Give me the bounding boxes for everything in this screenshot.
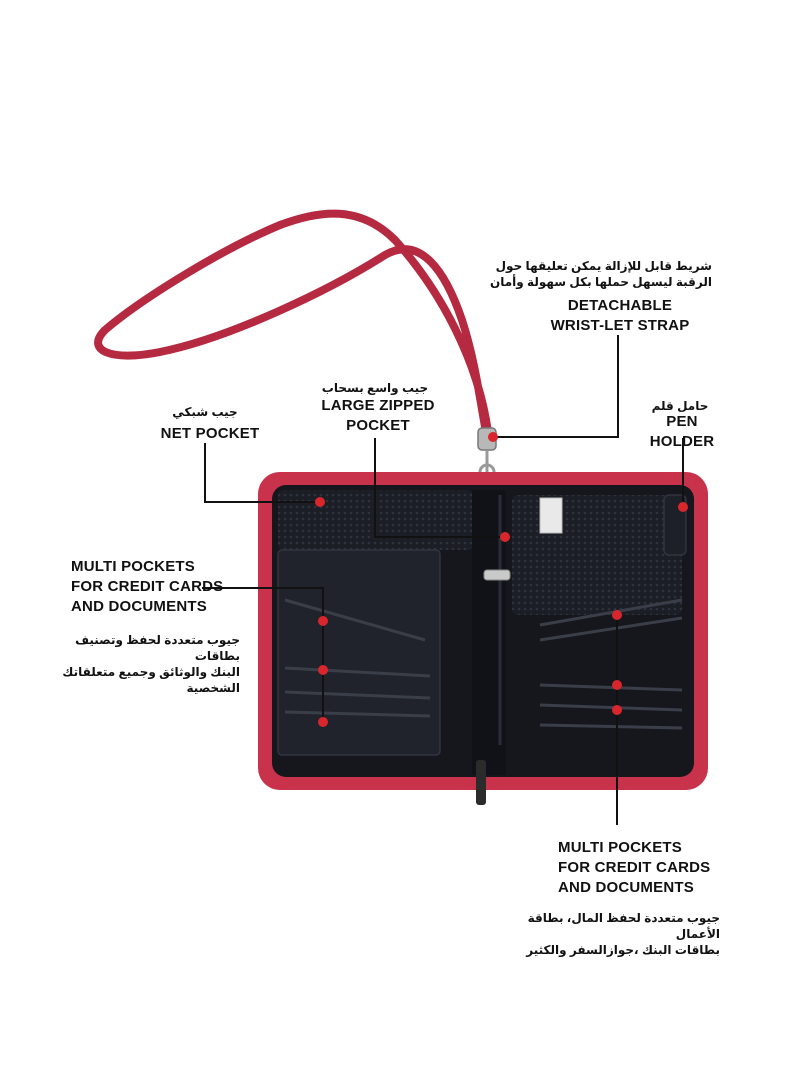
leader-left-pockets bbox=[202, 587, 324, 722]
right-pockets-english-label: MULTI POCKETS FOR CREDIT CARDS AND DOCUM… bbox=[558, 839, 711, 896]
net-pocket-arabic-label: جيب شبكي bbox=[172, 405, 238, 419]
right-card-slot bbox=[539, 616, 683, 642]
zipper-pull bbox=[483, 569, 511, 581]
marker-left-pocket-2 bbox=[318, 665, 328, 675]
marker-net-pocket bbox=[315, 497, 325, 507]
marker-right-pocket-3 bbox=[612, 705, 622, 715]
right-net-pocket bbox=[512, 495, 682, 615]
left-pockets-english-label: MULTI POCKETS FOR CREDIT CARDS AND DOCUM… bbox=[71, 558, 224, 615]
marker-strap bbox=[488, 432, 498, 442]
wrist-strap bbox=[94, 209, 492, 436]
left-card-slot bbox=[284, 690, 431, 700]
leader-lines bbox=[202, 335, 684, 825]
strap-arabic-label: شريط قابل للإزالة يمكن تعليقها حول الرقب… bbox=[489, 259, 712, 289]
marker-left-pocket-1 bbox=[318, 616, 328, 626]
pen-holder-arabic-label: حامل قلم bbox=[651, 399, 709, 413]
zipped-pocket-arabic-label: جيب واسع بسحاب bbox=[321, 381, 429, 395]
left-card-slot bbox=[284, 710, 431, 718]
callout-markers bbox=[315, 432, 688, 727]
pen-holder-english-label: PEN HOLDER bbox=[649, 413, 715, 450]
marker-left-pocket-3 bbox=[318, 717, 328, 727]
right-pockets-arabic-label: جيوب متعددة لحفظ المال، بطاقة الأعمال بط… bbox=[526, 911, 720, 957]
leader-net-pocket bbox=[204, 443, 320, 503]
left-card-slot bbox=[284, 666, 431, 678]
right-card-slot bbox=[539, 683, 683, 692]
marker-right-pocket-1 bbox=[612, 610, 622, 620]
left-card-slot bbox=[284, 598, 426, 642]
label-tag bbox=[539, 497, 563, 534]
left-document-pocket bbox=[277, 549, 441, 756]
strap-english-label: DETACHABLE WRIST-LET STRAP bbox=[550, 297, 690, 334]
marker-zipped-pocket bbox=[500, 532, 510, 542]
leader-strap bbox=[492, 335, 619, 438]
leader-zipped-pocket bbox=[374, 438, 505, 538]
net-pocket-english-label: NET POCKET bbox=[160, 425, 260, 442]
zipper-tab bbox=[476, 760, 486, 805]
marker-pen-holder bbox=[678, 502, 688, 512]
right-card-slot bbox=[539, 703, 683, 712]
left-pockets-arabic-label: جيوب متعددة لحفظ وتصنيف بطاقات البنك وال… bbox=[62, 633, 240, 695]
marker-right-pocket-2 bbox=[612, 680, 622, 690]
zipped-pocket-english-label: LARGE ZIPPED POCKET bbox=[321, 397, 435, 434]
right-card-slot bbox=[539, 598, 683, 627]
right-card-slot bbox=[539, 723, 683, 730]
